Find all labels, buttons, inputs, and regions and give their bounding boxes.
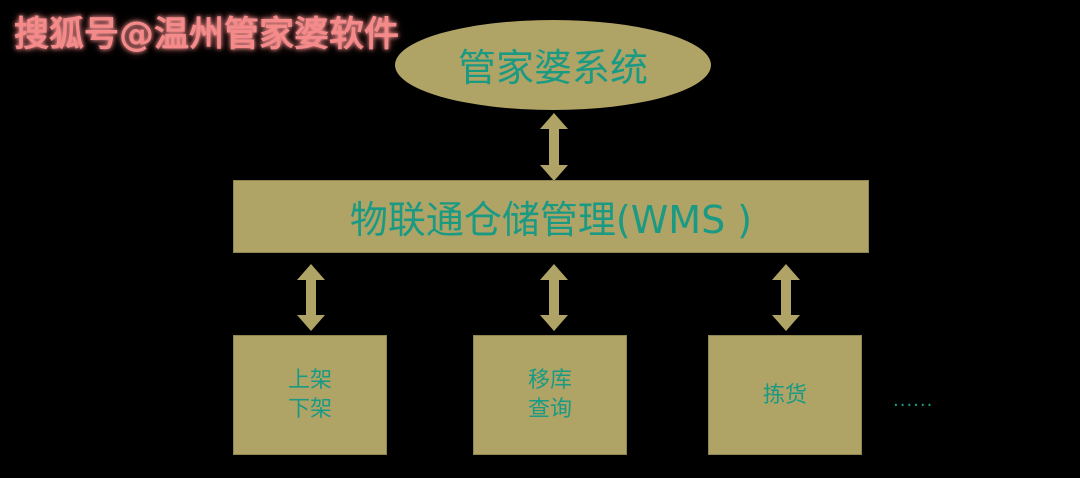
top-node-ellipse: 管家婆系统 [395, 20, 711, 110]
wms-node: 物联通仓储管理(WMS ) [233, 180, 869, 253]
double-arrow-icon [540, 113, 568, 181]
module-label: 查询 [527, 397, 572, 422]
module-label: 拣货 [762, 382, 807, 408]
module-label: 下架 [287, 397, 332, 422]
watermark: 搜狐号@温州管家婆软件 [14, 15, 400, 55]
more-ellipsis: ...... [893, 390, 934, 411]
double-arrow-icon [297, 264, 325, 331]
module-picking: 拣货 [708, 335, 862, 455]
module-shelving: 上架 下架 [233, 335, 387, 455]
wms-node-label: 物联通仓储管理(WMS ) [349, 198, 753, 242]
double-arrow-icon [540, 264, 568, 331]
top-node-label: 管家婆系统 [457, 45, 648, 90]
module-label: 上架 [287, 368, 332, 393]
module-label: 移库 [527, 368, 572, 393]
module-transfer-query: 移库 查询 [473, 335, 627, 455]
double-arrow-icon [772, 264, 800, 331]
